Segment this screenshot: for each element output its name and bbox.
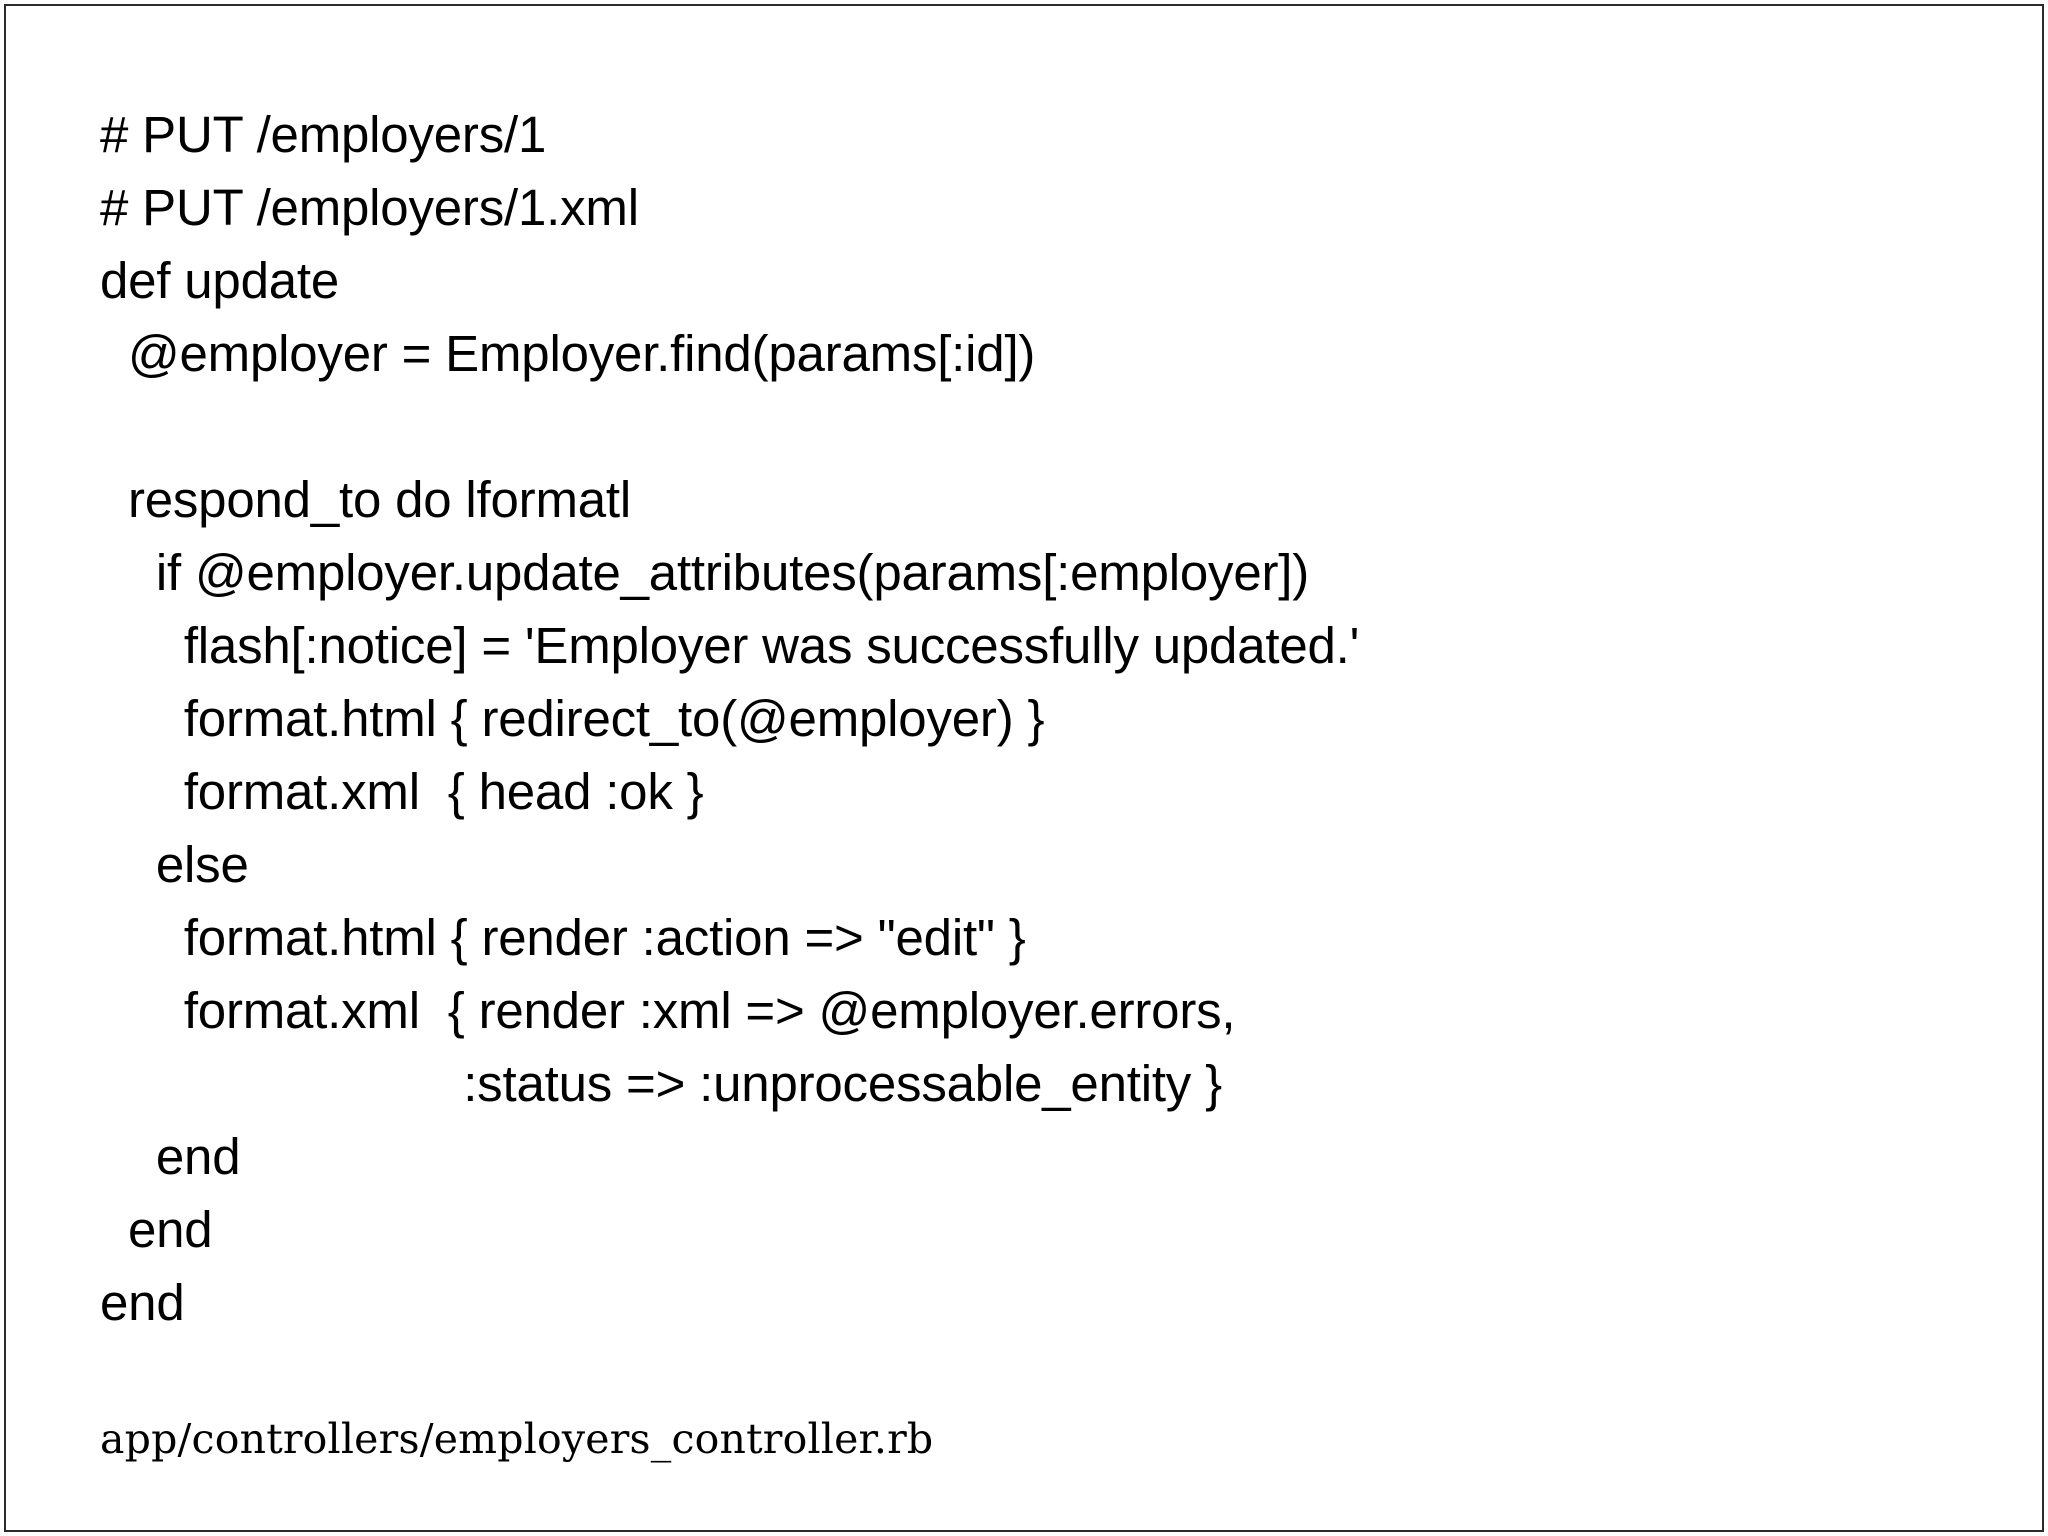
code-line: format.html { redirect_to(@employer) } [100, 690, 1045, 747]
code-line: end [100, 1128, 241, 1185]
code-line: if @employer.update_attributes(params[:e… [100, 544, 1310, 601]
code-line-blank [100, 390, 1980, 463]
code-line: # PUT /employers/1.xml [100, 179, 639, 236]
code-line: :status => :unprocessable_entity } [100, 1055, 1222, 1112]
code-line: format.xml { head :ok } [100, 763, 704, 820]
code-line: format.xml { render :xml => @employer.er… [100, 982, 1236, 1039]
file-path-caption: app/controllers/employers_controller.rb [100, 1415, 934, 1463]
code-line: # PUT /employers/1 [100, 106, 547, 163]
code-line: end [100, 1201, 213, 1258]
code-block: # PUT /employers/1 # PUT /employers/1.xm… [100, 98, 1980, 1339]
code-line: end [100, 1274, 185, 1331]
code-line: format.html { render :action => "edit" } [100, 909, 1026, 966]
code-line: flash[:notice] = 'Employer was successfu… [100, 617, 1360, 674]
code-line: else [100, 836, 249, 893]
code-line: @employer = Employer.find(params[:id]) [100, 325, 1036, 382]
code-line: def update [100, 252, 340, 309]
code-line: respond_to do lformatl [100, 471, 631, 528]
